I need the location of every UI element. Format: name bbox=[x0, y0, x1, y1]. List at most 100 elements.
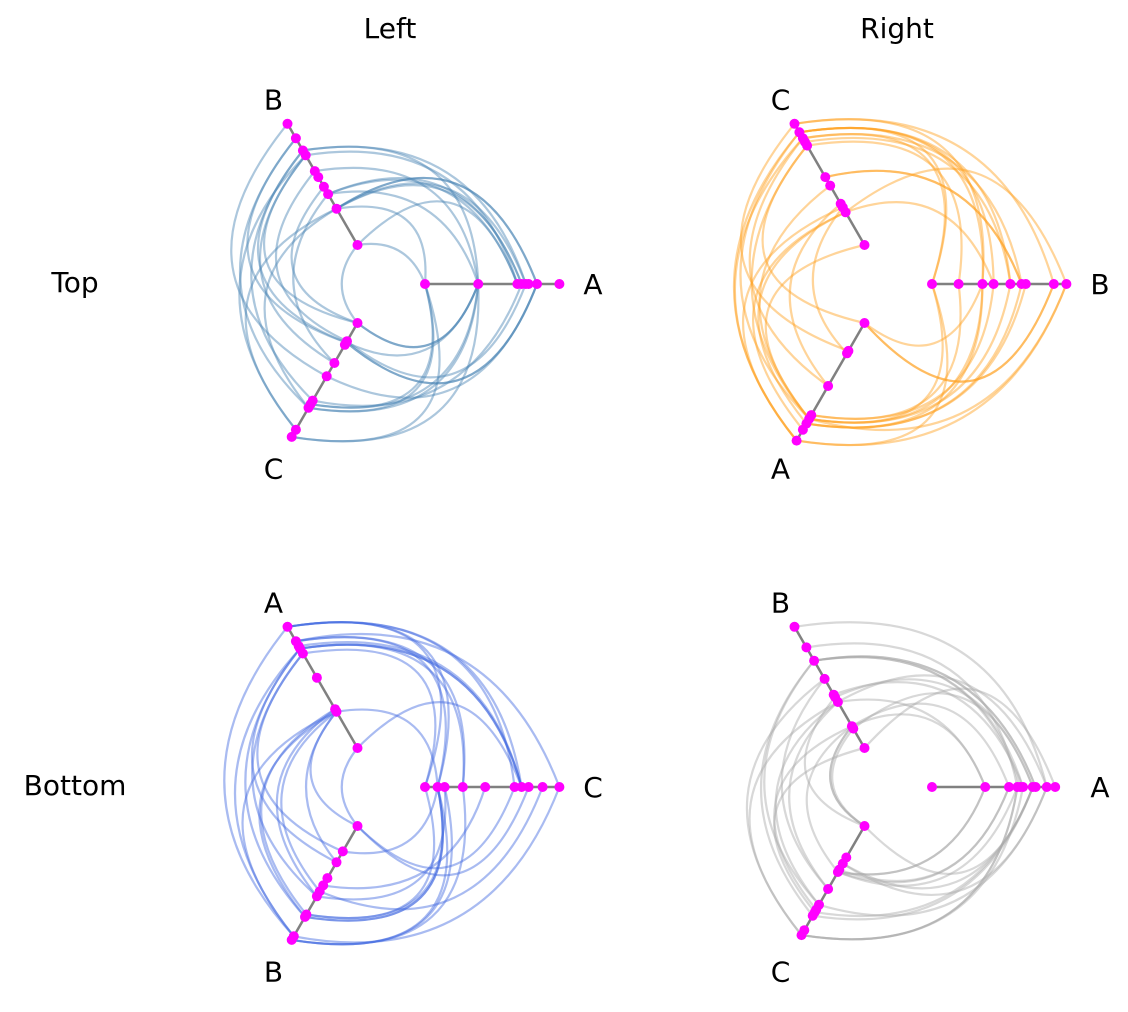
hive-edge bbox=[244, 207, 337, 431]
column-title-right: Right bbox=[860, 12, 934, 45]
hive-edge bbox=[804, 136, 1012, 285]
hive-edge bbox=[342, 786, 439, 855]
hive-edge bbox=[863, 687, 1057, 788]
hive-node bbox=[842, 348, 852, 359]
hive-node bbox=[832, 867, 843, 877]
hive-edge bbox=[732, 131, 801, 442]
hive-node bbox=[290, 133, 301, 144]
hive-edge bbox=[291, 786, 449, 946]
hive-node bbox=[290, 636, 301, 647]
hive-edge bbox=[305, 150, 519, 285]
hive-node bbox=[823, 381, 834, 391]
hive-node bbox=[554, 279, 565, 289]
hive-node bbox=[1004, 782, 1014, 792]
hive-edge bbox=[748, 137, 829, 387]
hive-edge bbox=[356, 283, 480, 349]
hive-node bbox=[823, 884, 834, 894]
hive-node bbox=[820, 172, 831, 183]
hive-edge bbox=[346, 283, 527, 379]
hive-edge bbox=[837, 674, 1048, 788]
edge-group bbox=[745, 621, 1057, 941]
axis-label: A bbox=[1090, 771, 1109, 804]
hive-node bbox=[309, 166, 320, 177]
hive-edge bbox=[739, 123, 849, 352]
hive-node bbox=[337, 846, 348, 857]
hive-panel-top-left: ABC bbox=[230, 84, 603, 486]
hive-edge bbox=[806, 283, 984, 429]
hive-node bbox=[420, 782, 430, 792]
hive-node bbox=[286, 431, 297, 442]
hive-edge bbox=[340, 747, 359, 827]
hive-edge bbox=[837, 786, 1011, 884]
hive-edge bbox=[814, 786, 1034, 918]
row-title-top: Top bbox=[50, 266, 98, 299]
hive-edge bbox=[287, 621, 523, 788]
node-group bbox=[282, 621, 565, 945]
hive-edge bbox=[799, 126, 995, 285]
hive-node bbox=[318, 181, 329, 192]
hive-edge bbox=[741, 206, 844, 442]
hive-edge bbox=[833, 681, 1025, 788]
hive-edge bbox=[302, 648, 437, 788]
hive-node bbox=[1041, 782, 1052, 792]
hive-edge bbox=[233, 647, 301, 937]
hive-edge bbox=[761, 144, 865, 325]
hive-node bbox=[1030, 782, 1041, 792]
hive-edge bbox=[335, 182, 527, 285]
hive-edge bbox=[842, 786, 1034, 890]
hive-node bbox=[1005, 279, 1016, 289]
hive-edge bbox=[260, 708, 336, 916]
hive-node bbox=[789, 621, 800, 632]
hive-edge bbox=[838, 786, 1011, 883]
hive-edge bbox=[238, 137, 310, 409]
hive-edge bbox=[356, 283, 480, 349]
hive-node bbox=[509, 782, 520, 792]
hive-edge bbox=[806, 642, 1019, 788]
axis-label: B bbox=[264, 956, 283, 989]
hive-edge bbox=[304, 786, 444, 922]
axis-label: C bbox=[771, 956, 791, 989]
hive-edge bbox=[806, 283, 1027, 429]
hive-edge bbox=[299, 643, 523, 788]
hive-node bbox=[859, 821, 870, 831]
hive-edge bbox=[241, 710, 337, 937]
hive-node bbox=[859, 743, 870, 753]
hive-node bbox=[927, 279, 937, 289]
axis-label: B bbox=[771, 587, 790, 620]
hive-edge bbox=[295, 636, 466, 788]
hive-node bbox=[794, 127, 805, 138]
hive-edge bbox=[758, 184, 831, 420]
hive-edge bbox=[851, 713, 987, 788]
hive-edge bbox=[834, 678, 1034, 788]
axis-label: C bbox=[583, 771, 603, 804]
hive-node bbox=[339, 339, 350, 350]
hive-node bbox=[859, 318, 870, 328]
hive-node bbox=[1050, 782, 1061, 792]
hive-edge bbox=[803, 696, 865, 828]
hive-edge bbox=[863, 283, 1055, 383]
hive-node bbox=[322, 873, 333, 884]
hive-node bbox=[516, 782, 527, 792]
hive-node bbox=[352, 743, 363, 753]
hive-edge bbox=[280, 710, 338, 893]
hive-edge bbox=[773, 746, 865, 913]
hive-edge bbox=[788, 701, 839, 890]
hive-edge bbox=[244, 647, 306, 918]
hive-edge bbox=[310, 283, 480, 409]
hive-node bbox=[977, 279, 988, 289]
hive-edge bbox=[314, 166, 480, 285]
hive-node bbox=[809, 655, 820, 666]
hive-edge bbox=[808, 283, 1068, 432]
hive-node bbox=[420, 279, 430, 289]
hive-edge bbox=[345, 283, 539, 385]
hive-edge bbox=[799, 126, 984, 285]
hive-edge bbox=[356, 200, 519, 285]
hive-edge bbox=[733, 137, 804, 442]
hive-edge bbox=[863, 283, 984, 347]
hive-edge bbox=[308, 283, 480, 413]
hive-node bbox=[819, 673, 830, 684]
hive-edge bbox=[327, 176, 523, 285]
hive-edge bbox=[796, 283, 1068, 447]
hive-panel-bottom-left: CAB bbox=[223, 587, 603, 989]
